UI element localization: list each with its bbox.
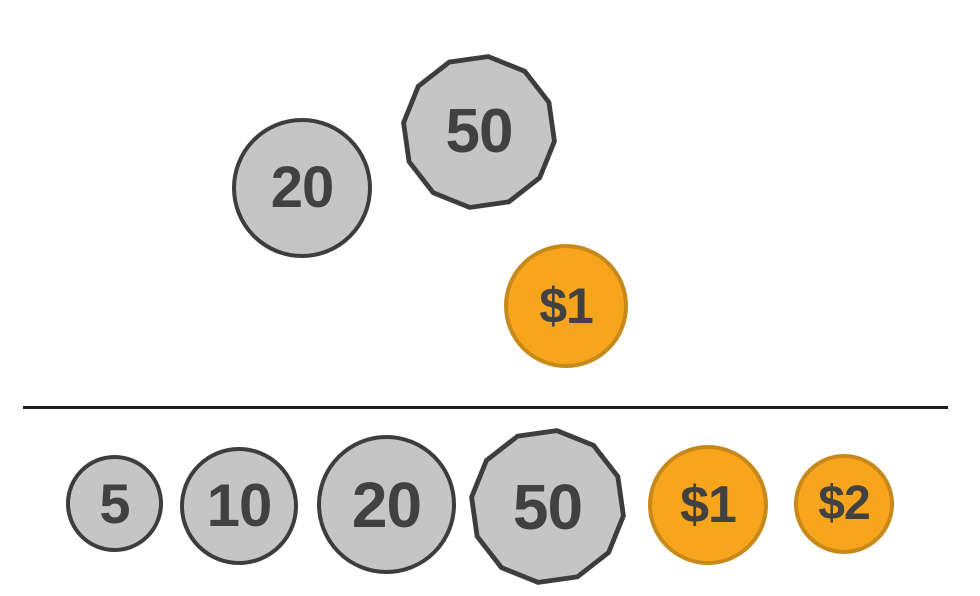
tray-coin-2-dollar[interactable]: $2 xyxy=(794,454,894,554)
dodecagon-coin-shape xyxy=(401,54,557,210)
tray-coin-1-dollar[interactable]: $1 xyxy=(648,445,768,565)
workspace-coin-1-dollar[interactable]: $1 xyxy=(504,244,628,368)
coin-value-label: 5 xyxy=(99,471,130,535)
coin-value-label: 50 xyxy=(445,97,514,166)
coin-value-label: $1 xyxy=(680,476,737,534)
coin-value-label: $1 xyxy=(539,278,594,334)
tray-coin-50c[interactable]: 50 xyxy=(467,426,628,587)
workspace-coin-50c[interactable]: 50 xyxy=(399,52,559,212)
coin-value-label: 20 xyxy=(270,155,335,220)
tray-coin-5c[interactable]: 5 xyxy=(66,455,163,552)
dodecagon-coin-shape xyxy=(469,428,626,585)
coin-value-label: $2 xyxy=(818,477,870,530)
coin-value-label: 10 xyxy=(206,472,273,539)
tray-coin-10c[interactable]: 10 xyxy=(180,447,298,565)
divider-line xyxy=(23,406,948,409)
tray-coin-20c[interactable]: 20 xyxy=(317,435,456,574)
workspace-coin-20c[interactable]: 20 xyxy=(232,118,372,258)
coin-value-label: 20 xyxy=(351,468,422,541)
coin-value-label: 50 xyxy=(512,470,583,543)
